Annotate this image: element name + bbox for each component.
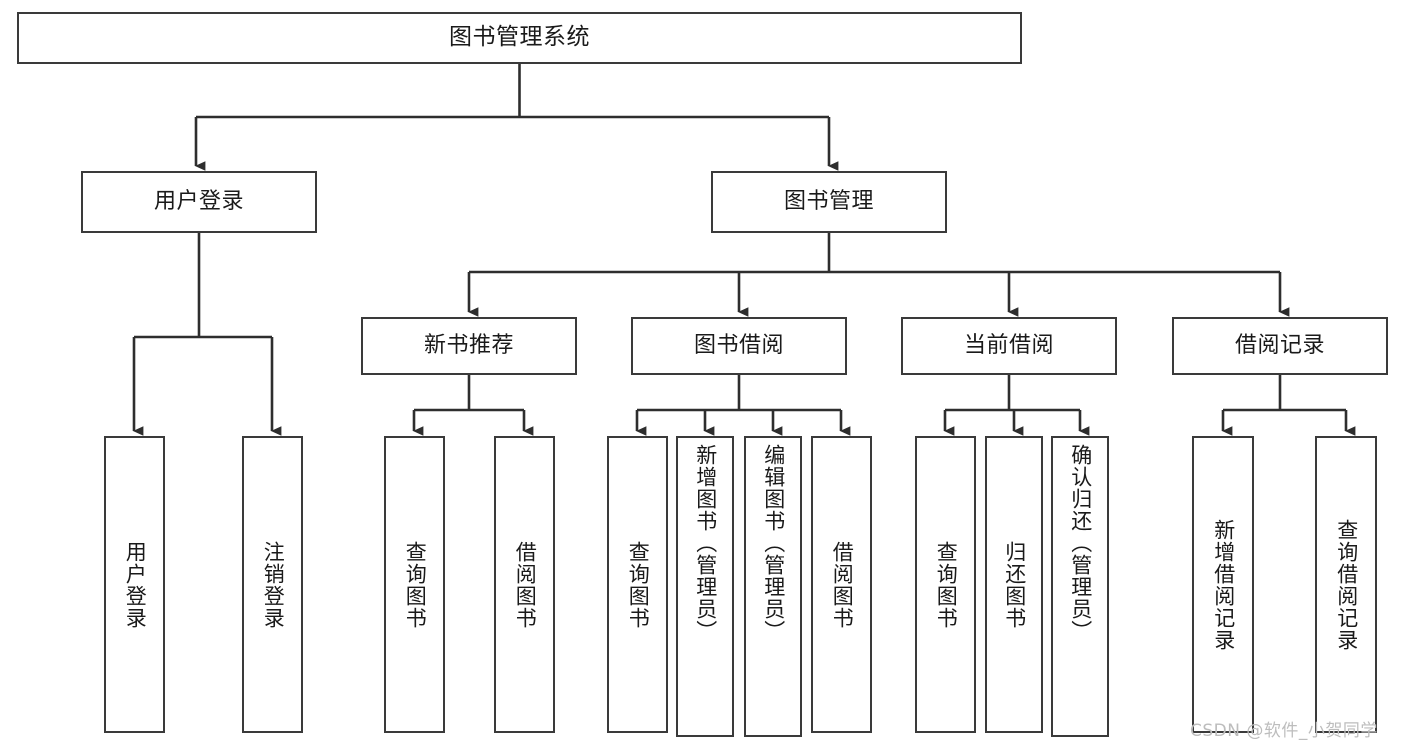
node-leaf-borrow-book[interactable]: 借阅图书 (811, 436, 872, 733)
node-label: 查询借阅记录 (1334, 518, 1359, 651)
node-label: 注销登录 (261, 540, 286, 629)
node-label: 当前借阅 (963, 333, 1054, 359)
node-label: 借阅图书 (513, 540, 538, 629)
node-leaf-add-book[interactable]: 新增图书（管理员） (676, 436, 734, 737)
node-leaf-query-borrow-record[interactable]: 查询借阅记录 (1315, 436, 1377, 733)
node-leaf-query-book-borrow[interactable]: 查询图书 (607, 436, 668, 733)
node-label: 用户登录 (123, 540, 148, 629)
node-borrow-record[interactable]: 借阅记录 (1172, 317, 1388, 375)
node-leaf-return-book[interactable]: 归还图书 (985, 436, 1043, 733)
node-label: 查询图书 (626, 540, 651, 629)
node-label: 归还图书 (1002, 540, 1027, 629)
node-leaf-query-book-recommend[interactable]: 查询图书 (384, 436, 445, 733)
node-label: 确认归还（管理员） (1068, 444, 1093, 642)
node-book-borrow[interactable]: 图书借阅 (631, 317, 847, 375)
node-label: 编辑图书（管理员） (761, 444, 786, 642)
node-leaf-logout[interactable]: 注销登录 (242, 436, 303, 733)
csdn-watermark: CSDN @软件_小贺同学 (1190, 721, 1378, 741)
node-leaf-borrow-book-recommend[interactable]: 借阅图书 (494, 436, 555, 733)
node-leaf-user-login[interactable]: 用户登录 (104, 436, 165, 733)
node-label: 图书借阅 (693, 333, 784, 359)
node-label: 借阅记录 (1234, 333, 1325, 359)
node-label: 图书管理 (783, 189, 874, 215)
node-label: 新增图书（管理员） (693, 444, 718, 642)
node-label: 新增借阅记录 (1211, 518, 1236, 651)
node-book-management[interactable]: 图书管理 (711, 171, 947, 233)
node-root-system[interactable]: 图书管理系统 (17, 12, 1022, 64)
node-current-borrow[interactable]: 当前借阅 (901, 317, 1117, 375)
node-leaf-edit-book[interactable]: 编辑图书（管理员） (744, 436, 802, 737)
node-label: 图书管理系统 (449, 24, 590, 51)
node-leaf-add-borrow-record[interactable]: 新增借阅记录 (1192, 436, 1254, 733)
node-label: 用户登录 (153, 189, 244, 215)
node-label: 查询图书 (403, 540, 428, 629)
node-user-login[interactable]: 用户登录 (81, 171, 317, 233)
node-leaf-confirm-return[interactable]: 确认归还（管理员） (1051, 436, 1109, 737)
node-label: 借阅图书 (830, 540, 855, 629)
node-label: 查询图书 (934, 540, 959, 629)
node-leaf-query-book-current[interactable]: 查询图书 (915, 436, 976, 733)
node-label: 新书推荐 (423, 333, 514, 359)
node-new-book-recommend[interactable]: 新书推荐 (361, 317, 577, 375)
